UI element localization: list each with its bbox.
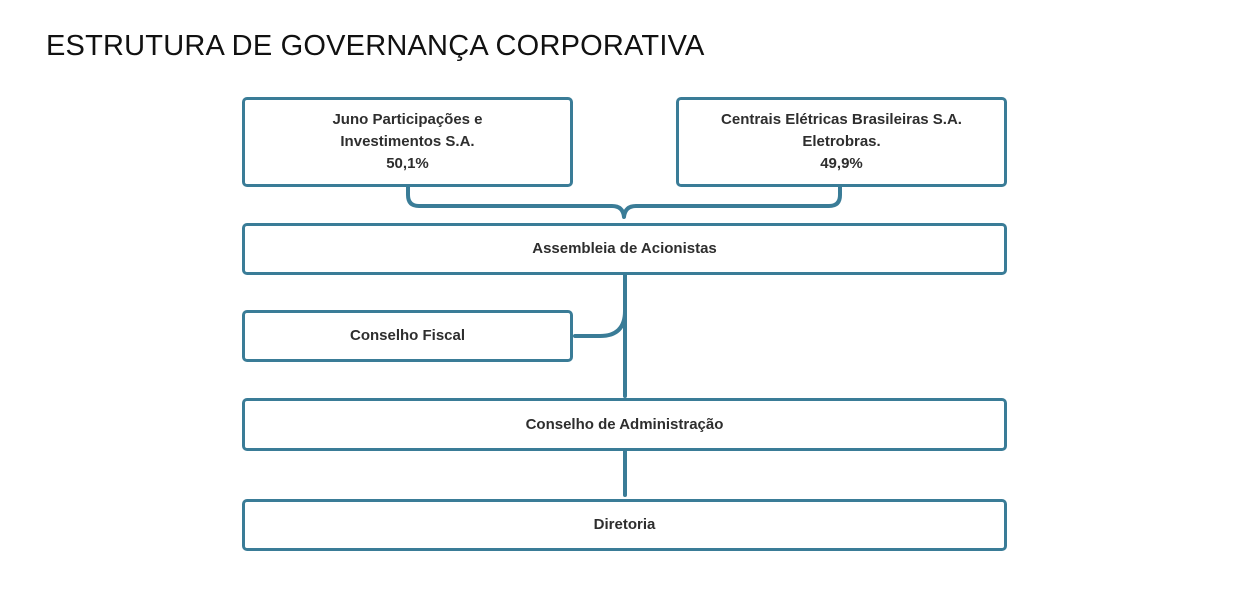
board-of-directors-box: Conselho de Administração	[242, 398, 1007, 451]
shareholders-assembly-box: Assembleia de Acionistas	[242, 223, 1007, 275]
fiscal-council-label: Conselho Fiscal	[349, 327, 466, 344]
shareholder-share: 49,9%	[820, 155, 863, 172]
shareholder-brace-connector	[406, 185, 842, 219]
shareholder-name-line2: Investimentos S.A.	[340, 133, 475, 150]
shareholder-box-eletrobras: Centrais Elétricas Brasileiras S.A. Elet…	[676, 97, 1007, 187]
shareholder-box-juno: Juno Participações e Investimentos S.A. …	[242, 97, 573, 187]
shareholder-share: 50,1%	[386, 155, 429, 172]
shareholders-assembly-label: Assembleia de Acionistas	[532, 240, 717, 257]
executive-board-box: Diretoria	[242, 499, 1007, 551]
shareholder-name-line1: Juno Participações e	[332, 111, 483, 128]
fiscal-council-connector	[573, 309, 627, 338]
board-of-directors-label: Conselho de Administração	[525, 415, 724, 433]
shareholder-name-line2: Eletrobras.	[802, 133, 881, 150]
page-title: ESTRUTURA DE GOVERNANÇA CORPORATIVA	[46, 30, 705, 62]
fiscal-council-box: Conselho Fiscal	[242, 310, 573, 362]
executive-board-label: Diretoria	[593, 516, 656, 533]
shareholder-name-line1: Centrais Elétricas Brasileiras S.A.	[721, 111, 962, 128]
